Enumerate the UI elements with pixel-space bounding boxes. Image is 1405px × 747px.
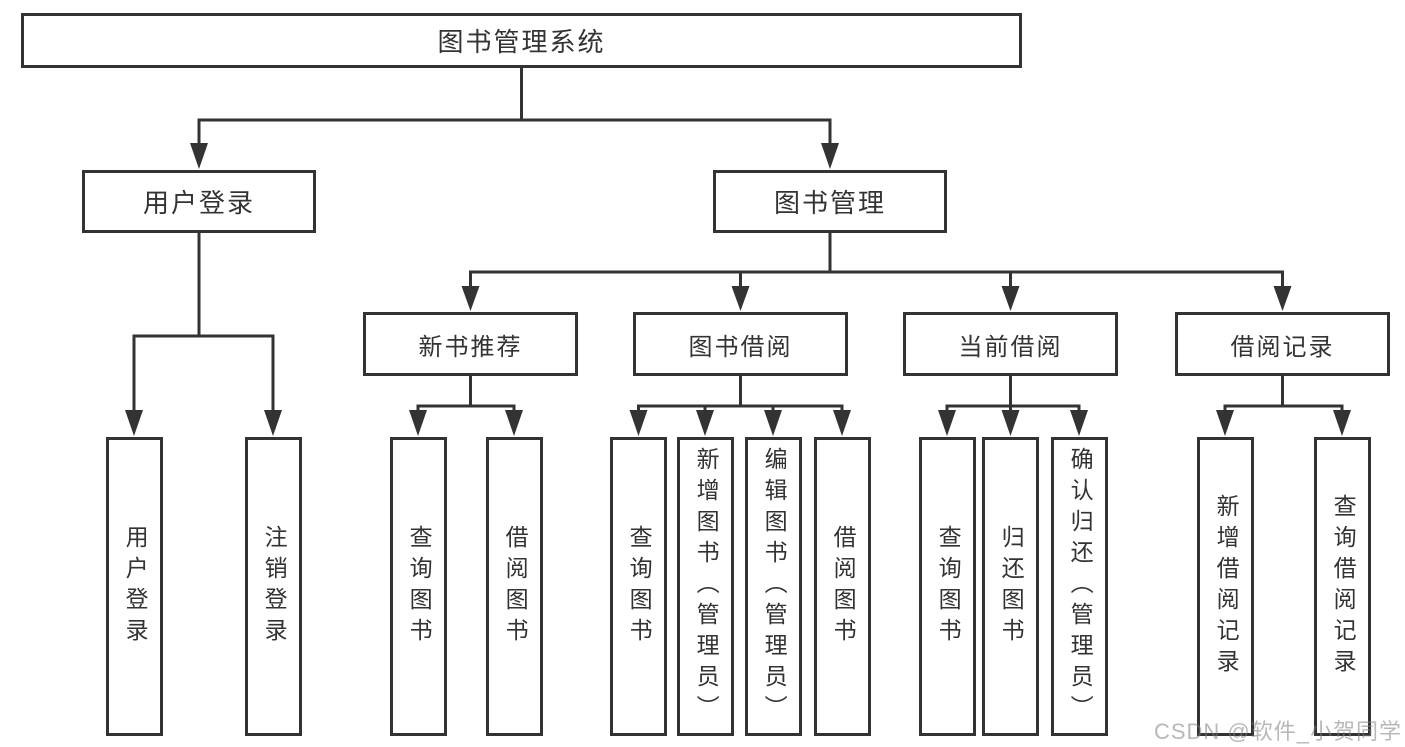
node-add-borrow-record: 新增借阅记录 [1197, 437, 1254, 736]
node-label: 新书推荐 [418, 333, 523, 361]
node-label: 用户登录 [142, 188, 255, 218]
node-label: 查询图书 [626, 524, 653, 649]
node-label: 图书借阅 [688, 333, 793, 361]
node-book-borrow: 图书借阅 [633, 312, 848, 376]
node-add-book-admin: 新增图书（管理员） [677, 437, 734, 736]
node-label: 归还图书 [998, 524, 1025, 649]
node-logout-action: 注销登录 [245, 437, 302, 736]
node-library-management-system: 图书管理系统 [21, 13, 1022, 68]
node-borrow-books: 借阅图书 [814, 437, 871, 736]
node-borrow-books-recommend: 借阅图书 [486, 437, 543, 736]
node-label: 编辑图书（管理员） [761, 447, 788, 726]
node-label: 当前借阅 [958, 333, 1063, 361]
node-label: 查询图书 [935, 524, 962, 649]
node-label: 用户登录 [122, 524, 149, 649]
node-label: 注销登录 [261, 524, 288, 649]
node-query-books-recommend: 查询图书 [390, 437, 447, 736]
node-query-books-borrow: 查询图书 [610, 437, 667, 736]
node-edit-book-admin: 编辑图书（管理员） [745, 437, 802, 736]
node-label: 借阅图书 [502, 524, 529, 649]
node-query-books-current: 查询图书 [919, 437, 976, 736]
node-label: 图书管理系统 [437, 27, 606, 57]
node-book-management: 图书管理 [713, 170, 947, 233]
node-return-books: 归还图书 [982, 437, 1039, 736]
node-label: 新增借阅记录 [1213, 493, 1240, 680]
node-label: 借阅记录 [1230, 333, 1335, 361]
node-user-login-action: 用户登录 [106, 437, 163, 736]
node-label: 查询借阅记录 [1330, 493, 1357, 680]
node-label: 查询图书 [406, 524, 433, 649]
node-current-borrow: 当前借阅 [903, 312, 1118, 376]
node-label: 新增图书（管理员） [693, 447, 720, 726]
node-query-borrow-record: 查询借阅记录 [1314, 437, 1371, 736]
node-label: 确认归还（管理员） [1067, 447, 1094, 726]
node-label: 图书管理 [773, 188, 886, 218]
node-user-login: 用户登录 [82, 170, 316, 233]
node-new-book-recommend: 新书推荐 [363, 312, 578, 376]
node-label: 借阅图书 [830, 524, 857, 649]
node-confirm-return-admin: 确认归还（管理员） [1051, 437, 1108, 736]
watermark: CSDN @软件_小贺同学 [1153, 719, 1402, 744]
node-borrow-records: 借阅记录 [1175, 312, 1390, 376]
